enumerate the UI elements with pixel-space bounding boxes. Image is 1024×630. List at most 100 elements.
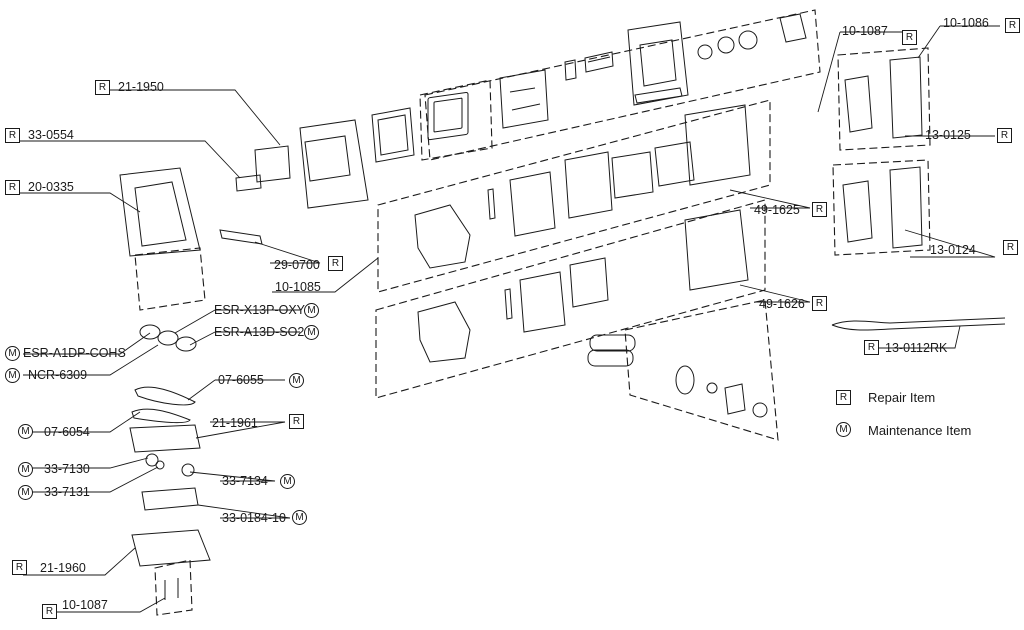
lanyard-strap-2 xyxy=(831,323,1006,331)
leader-10-1085 xyxy=(272,257,379,293)
washer-33-7134 xyxy=(181,463,195,477)
label-code-13-0125: 13-0125 xyxy=(925,128,971,142)
badge-49-1625: R xyxy=(812,202,827,217)
housing-lower xyxy=(684,209,749,291)
lcd-inner xyxy=(433,97,463,133)
label-code-10-1085: 10-1085 xyxy=(275,280,321,294)
label-code-07-6054: 07-6054 xyxy=(44,425,90,439)
badge-20-0335: R xyxy=(5,180,20,195)
bottom-cover-21-1960 xyxy=(131,529,211,567)
lanyard-strap xyxy=(831,317,1006,326)
leader-esr-x13p xyxy=(174,309,300,334)
badge-49-1626: R xyxy=(812,296,827,311)
label-33-0554 xyxy=(235,174,262,192)
belt-clip-b xyxy=(842,180,873,243)
badge-33-0184-10: M xyxy=(292,510,307,525)
badge-21-1960: R xyxy=(12,560,27,575)
oring-a xyxy=(697,44,713,60)
leader-21-1950 xyxy=(110,89,281,146)
lower-group-parts xyxy=(417,209,768,418)
oring-c xyxy=(738,30,758,50)
label-code-13-0124: 13-0124 xyxy=(930,243,976,257)
label-code-29-0700: 29-0700 xyxy=(274,258,320,272)
leader-10-1087-top xyxy=(817,31,905,113)
badge-10-1086: R xyxy=(1005,18,1020,33)
frame-middle-board-group xyxy=(377,99,771,293)
post-middle xyxy=(487,188,496,220)
leader-21-1961 xyxy=(195,421,286,439)
legend-maintenance-badge: M xyxy=(836,422,851,437)
bracket-lower xyxy=(519,271,566,333)
filter-33-0184-10 xyxy=(141,487,199,511)
housing-top xyxy=(627,21,689,106)
middle-group-parts xyxy=(414,104,751,269)
badge-33-7134: M xyxy=(280,474,295,489)
frame-top-display-group xyxy=(424,9,821,161)
badge-esr-a1dp: M xyxy=(5,346,20,361)
badge-10-1087-top: R xyxy=(902,30,917,45)
label-code-10-1087-bottom: 10-1087 xyxy=(62,598,108,612)
bar-top xyxy=(634,87,683,104)
badge-33-7130: M xyxy=(18,462,33,477)
frame-plate-lower xyxy=(569,257,609,308)
label-code-49-1625: 49-1625 xyxy=(754,203,800,217)
badge-13-0112rk: R xyxy=(864,340,879,355)
sensor-c xyxy=(175,336,197,352)
gasket-lower xyxy=(417,301,471,363)
label-21-1950 xyxy=(254,145,291,183)
badge-10-1087-bottom: R xyxy=(42,604,57,619)
housing-middle xyxy=(684,104,751,186)
leader-49-1626 xyxy=(739,284,811,303)
belt-clip-a xyxy=(844,75,873,133)
label-code-esr-a1dp: ESR-A1DP-COHS xyxy=(23,346,126,360)
badge-21-1961: R xyxy=(289,414,304,429)
connector-top xyxy=(564,59,577,81)
label-code-07-6055: 07-6055 xyxy=(218,373,264,387)
leader-21-1960 xyxy=(23,547,136,576)
rear-housing-inner xyxy=(134,181,187,247)
leader-29-0700 xyxy=(254,241,321,264)
badge-29-0700: R xyxy=(328,256,343,271)
sensor-plate-21-1961 xyxy=(129,424,201,453)
label-code-33-7134: 33-7134 xyxy=(222,474,268,488)
label-code-13-0112rk: 13-0112RK xyxy=(885,341,948,355)
lcd-frame-middle xyxy=(654,141,695,187)
gasket-middle xyxy=(414,204,471,269)
motor-lower xyxy=(724,383,746,415)
label-code-ncr-6309: NCR-6309 xyxy=(28,368,88,382)
label-code-esr-a13d: ESR-A13D-SO2 xyxy=(214,325,305,339)
label-code-esr-x13p: ESR-X13P-OXY xyxy=(214,303,306,317)
lcd-window xyxy=(427,91,469,141)
motor-top xyxy=(779,13,807,43)
plate-a xyxy=(889,56,923,139)
front-housing xyxy=(299,119,369,209)
frame-clip-a xyxy=(837,47,931,151)
leader-esr-a13d xyxy=(189,331,300,346)
gasket-07-6055 xyxy=(134,386,196,406)
sensor-stack xyxy=(129,229,263,600)
battery-door-oval xyxy=(675,365,695,395)
plate-b xyxy=(889,166,923,249)
leader-07-6054 xyxy=(23,411,141,433)
window-gasket xyxy=(371,107,415,163)
badge-33-7131: M xyxy=(18,485,33,500)
rear-housing xyxy=(119,167,201,257)
washer-33-7131 xyxy=(155,460,165,470)
badge-ncr-6309: M xyxy=(5,368,20,383)
leader-20-0335 xyxy=(20,192,141,213)
label-code-33-7130: 33-7130 xyxy=(44,462,90,476)
frame-bottom-screws xyxy=(154,559,193,616)
front-screen xyxy=(304,135,351,182)
legend-repair-text: Repair Item xyxy=(868,390,936,405)
badge-esr-a13d: M xyxy=(304,325,319,340)
washer-33-7130 xyxy=(145,453,159,467)
board-middle xyxy=(564,151,613,219)
pcb-top xyxy=(499,69,549,129)
screws-10-1087-bottom xyxy=(164,578,179,600)
gasket-07-6054 xyxy=(131,408,191,424)
leader-33-0554 xyxy=(20,140,241,179)
badge-esr-x13p: M xyxy=(304,303,319,318)
leader-10-1087-bottom xyxy=(55,597,166,613)
frame-battery-group xyxy=(624,299,779,441)
battery-2 xyxy=(587,349,634,367)
